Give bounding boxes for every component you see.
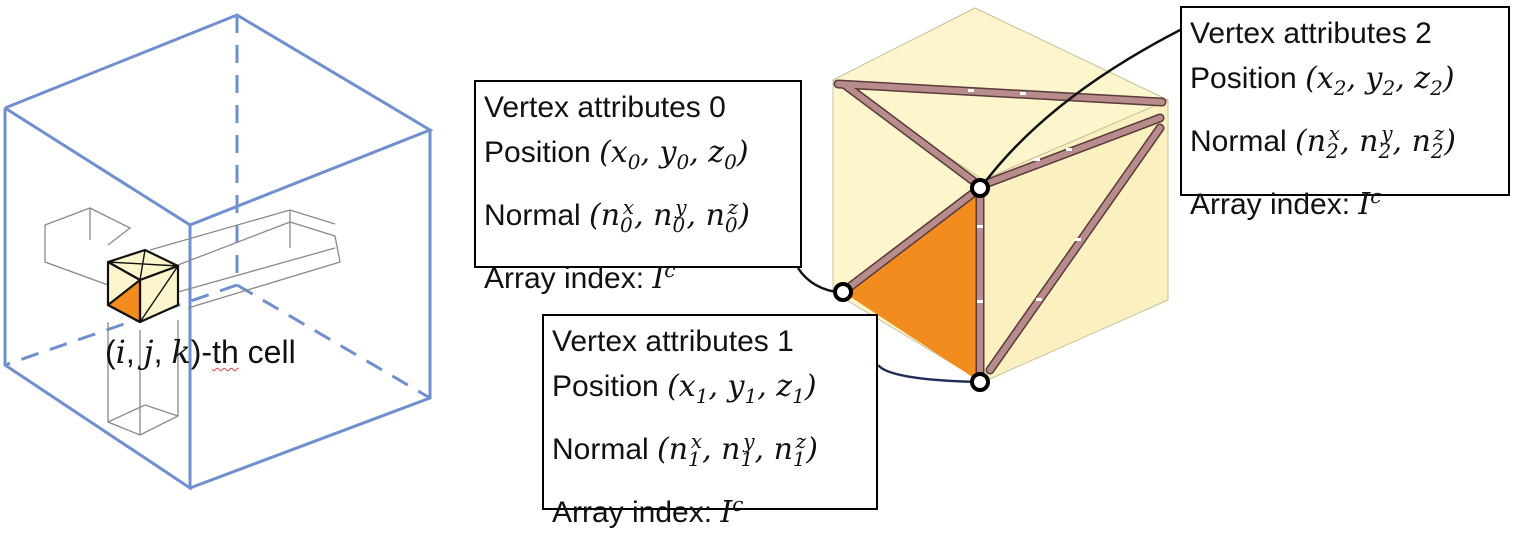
vertex-attributes-0-box: Vertex attributes 0 Position (x0, y0, z0… — [474, 80, 802, 296]
vertex-0-position: Position (x0, y0, z0) — [484, 135, 749, 174]
connector-1 — [877, 364, 981, 384]
cell-label: (i, j, k)-th cell — [105, 333, 296, 371]
vertex-2-title: Vertex attributes 2 — [1190, 17, 1432, 50]
outer-cube-hidden-left — [4, 283, 238, 367]
large-cube — [832, 7, 1169, 385]
outer-cube-top — [4, 13, 434, 227]
diagram-canvas — [3, 7, 1191, 491]
vertex-2-position: Position (x2, y2, z2) — [1190, 61, 1455, 100]
vertex-1-marker — [970, 372, 990, 392]
vertex-1-index: Array index: Ic — [552, 492, 744, 530]
connector-2 — [980, 23, 1191, 187]
vertex-0-title: Vertex attributes 0 — [484, 91, 726, 124]
vertex-0-index: Array index: Ic — [484, 258, 676, 296]
vertex-attributes-1-box: Vertex attributes 1 Position (x1, y1, z1… — [542, 314, 878, 530]
vertex-1-normal: Normal (n1x, n1y, n1z) — [552, 429, 818, 471]
outer-cube-hidden-right — [236, 283, 431, 400]
highlighted-cell — [106, 248, 180, 324]
vertex-0-normal: Normal (n0x, n0y, n0z) — [484, 195, 750, 237]
cell-orange-triangle — [106, 278, 142, 324]
vertex-2-marker — [970, 178, 990, 198]
vertex-1-title: Vertex attributes 1 — [552, 325, 794, 358]
vertex-0-marker — [833, 282, 853, 302]
orange-triangle — [843, 188, 980, 382]
neighbor-prisms — [44, 207, 341, 436]
outer-cube-right — [189, 130, 432, 490]
vertex-2-index: Array index: Ic — [1190, 184, 1382, 222]
vertex-1-position: Position (x1, y1, z1) — [552, 369, 817, 408]
outer-cube — [3, 13, 434, 491]
vertex-attributes-2-box: Vertex attributes 2 Position (x2, y2, z2… — [1180, 6, 1510, 222]
vertex-2-normal: Normal (n2x, n2y, n2z) — [1190, 121, 1456, 163]
vertex-markers — [833, 178, 990, 392]
